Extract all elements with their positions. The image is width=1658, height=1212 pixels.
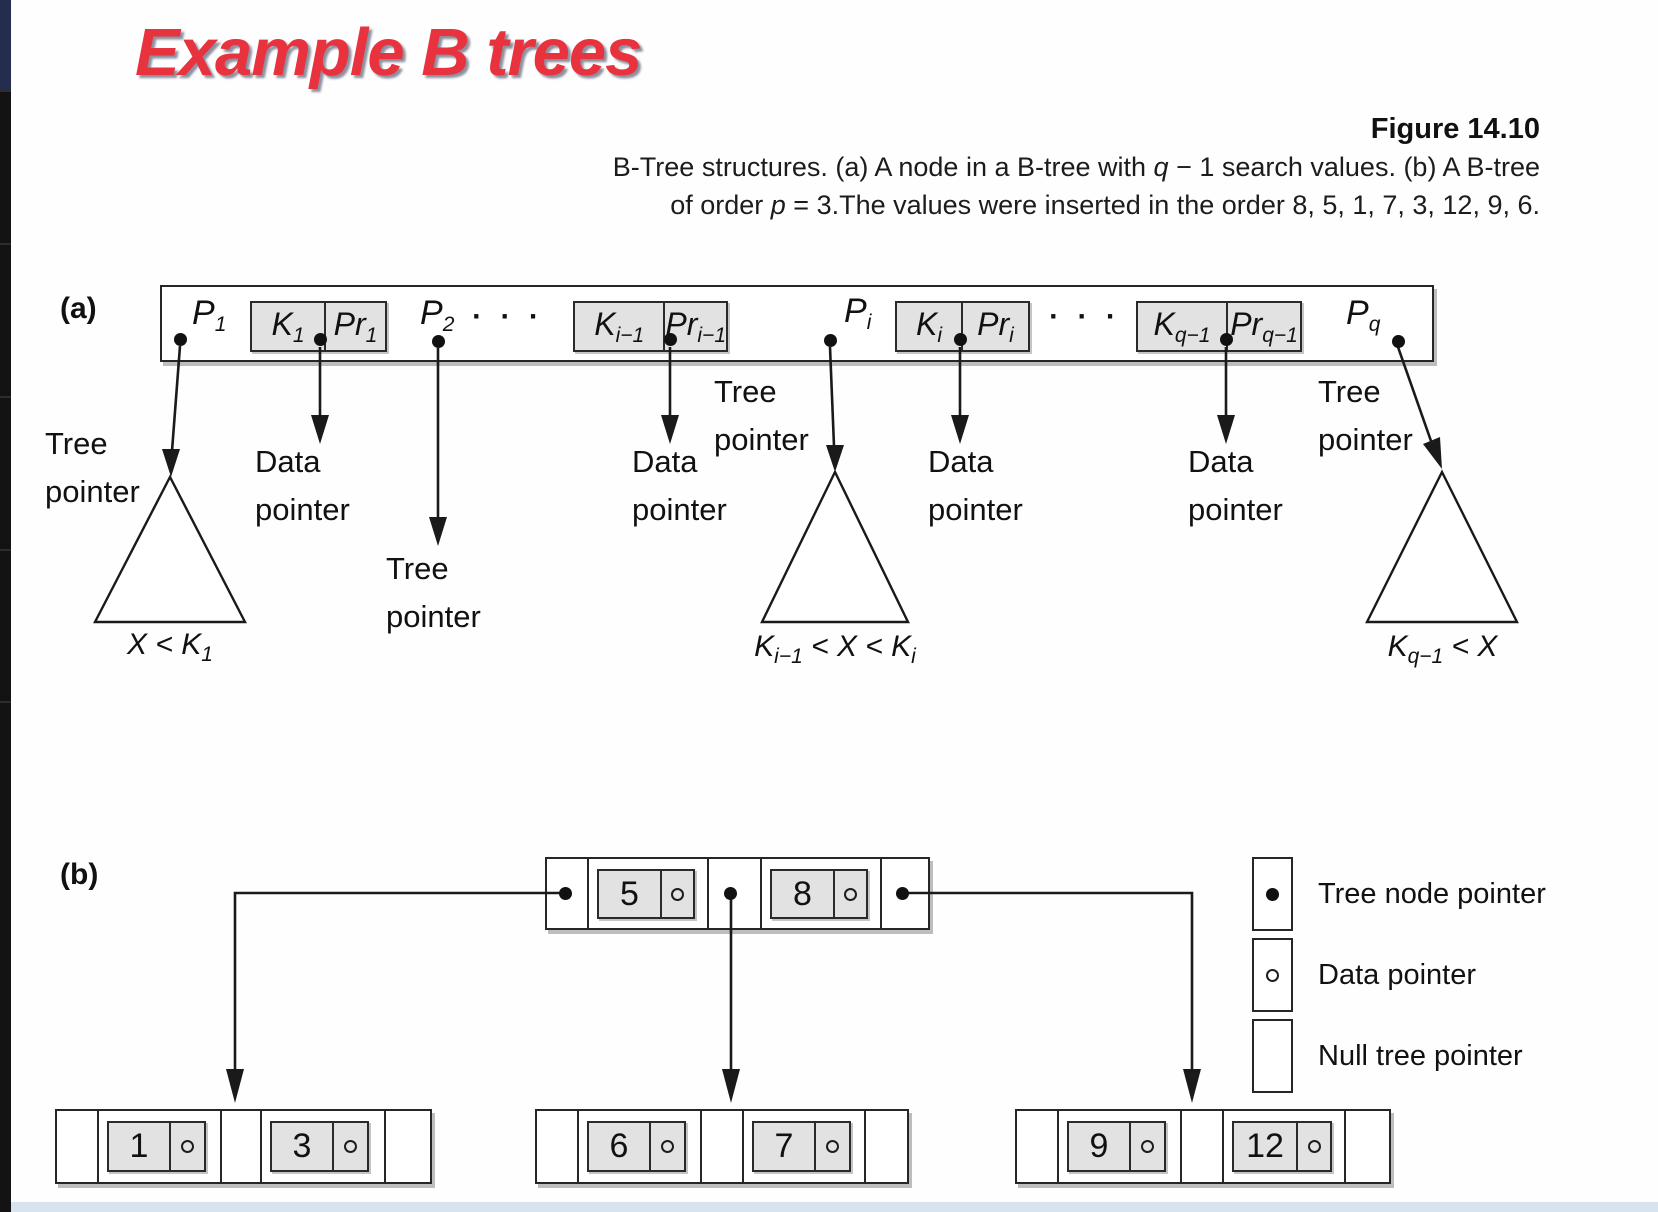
- data-pointer-circle: [1307, 1140, 1321, 1153]
- record-cell-pr1: Pr1: [324, 303, 385, 350]
- leaf1-key-1: 1: [107, 1121, 206, 1172]
- data-pointer-circle-icon: [1266, 968, 1279, 982]
- tree-node-pointer-dot-p2: [432, 335, 445, 348]
- tree-node-pointer-dot-icon: [1266, 887, 1279, 901]
- part-b-label: (b): [60, 858, 99, 891]
- key-box-2: Ki−1 Pri−1: [573, 301, 728, 352]
- left-sidebar-edge: [0, 0, 11, 1212]
- pointer-label-pq: Pq: [1346, 294, 1381, 336]
- legend-tree-node-pointer-box: [1252, 857, 1293, 931]
- key-value-cell: 5: [620, 874, 639, 913]
- data-pointer-dot-pr1: [314, 333, 327, 346]
- data-pointer-circle: [826, 1140, 839, 1153]
- data-pointer-cell: [1296, 1123, 1330, 1170]
- ellipsis-left: · · ·: [472, 300, 544, 333]
- key-cell-kq1: Kq−1: [1153, 305, 1211, 347]
- key-value-cell: 6: [609, 1127, 629, 1165]
- legend-label-tree-node-pointer: Tree node pointer: [1318, 878, 1546, 910]
- ellipsis-right: · · ·: [1049, 300, 1121, 333]
- key-box-4: Kq−1 Prq−1: [1136, 301, 1302, 352]
- tree-node-pointer-dot-p1: [174, 333, 187, 346]
- tree-node-pointer-dot-pq: [1392, 335, 1405, 348]
- tree-node-pointer-dot-pi: [824, 334, 837, 347]
- key-value-cell: 9: [1089, 1127, 1109, 1165]
- condition-center: Ki−1 < X < Ki: [754, 630, 916, 668]
- key-value-cell: 7: [774, 1127, 794, 1165]
- root-key-8: 8: [770, 869, 868, 919]
- key-value-cell: 1: [129, 1127, 149, 1165]
- leaf3-key-12: 12: [1232, 1121, 1332, 1172]
- figure-caption-line1: B-Tree structures. (a) A node in a B-tre…: [612, 152, 1540, 182]
- data-pointer-cell: [814, 1123, 849, 1170]
- legend-data-pointer-box: [1252, 938, 1293, 1012]
- figure-caption-line2: of order p = 3.The values were inserted …: [670, 190, 1540, 220]
- data-pointer-dot-pri: [954, 333, 967, 346]
- data-pointer-circle: [181, 1140, 194, 1153]
- data-pointer-circle: [661, 1140, 674, 1153]
- subtree-x-center: X: [823, 536, 847, 575]
- pointer-label-p1: P1: [192, 294, 227, 336]
- data-pointer-cell: [332, 1123, 367, 1170]
- data-pointer-cell: [833, 871, 866, 917]
- data-pointer-circle: [671, 887, 684, 901]
- data-pointer-circle: [1141, 1140, 1154, 1153]
- key-cell-ki1: Ki−1: [594, 305, 645, 347]
- sidebar-thumbnail-highlight: [0, 0, 11, 90]
- legend-null-tree-pointer-box: [1252, 1019, 1293, 1093]
- record-cell-prq1: Prq−1: [1226, 303, 1300, 350]
- slide-title: Example B trees: [135, 15, 642, 90]
- pointer-label-p2: P2: [420, 294, 455, 336]
- data-pointer-cell: [649, 1123, 684, 1170]
- leaf2-key-6: 6: [587, 1121, 686, 1172]
- subtree-x-left: X: [158, 530, 182, 569]
- data-pointer-circle: [844, 887, 857, 901]
- root-tree-pointer-dot-right: [896, 887, 909, 900]
- leaf1-key-3: 3: [270, 1121, 369, 1172]
- legend-label-null-tree-pointer: Null tree pointer: [1318, 1040, 1523, 1072]
- leaf2-key-7: 7: [752, 1121, 851, 1172]
- bottom-scrollbar-strip: [11, 1202, 1658, 1212]
- key-cell-k1: K1: [271, 305, 305, 347]
- root-tree-pointer-dot-middle: [724, 887, 737, 900]
- legend-label-data-pointer: Data pointer: [1318, 959, 1476, 991]
- leaf3-key-9: 9: [1067, 1121, 1166, 1172]
- data-pointer-cell: [660, 871, 693, 917]
- data-pointer-cell: [169, 1123, 204, 1170]
- key-cell-ki: Ki: [915, 305, 942, 347]
- root-key-5: 5: [597, 869, 695, 919]
- part-a-label: (a): [60, 292, 97, 325]
- data-pointer-cell: [1129, 1123, 1164, 1170]
- data-pointer-dot-pri1: [664, 333, 677, 346]
- data-pointer-circle: [344, 1140, 357, 1153]
- key-value-cell: 8: [793, 874, 812, 913]
- key-value-cell: 12: [1246, 1127, 1284, 1165]
- key-value-cell: 3: [292, 1127, 312, 1165]
- data-pointer-dot-prq1: [1220, 333, 1233, 346]
- pointer-label-pi: Pi: [844, 292, 872, 334]
- root-tree-pointer-dot-left: [559, 887, 572, 900]
- subtree-x-right: X: [1430, 536, 1454, 575]
- condition-left: X < K1: [127, 628, 213, 666]
- record-cell-pri: Pri: [961, 303, 1028, 350]
- condition-right: Kq−1 < X: [1387, 630, 1498, 668]
- figure-label: Figure 14.10: [1370, 113, 1540, 145]
